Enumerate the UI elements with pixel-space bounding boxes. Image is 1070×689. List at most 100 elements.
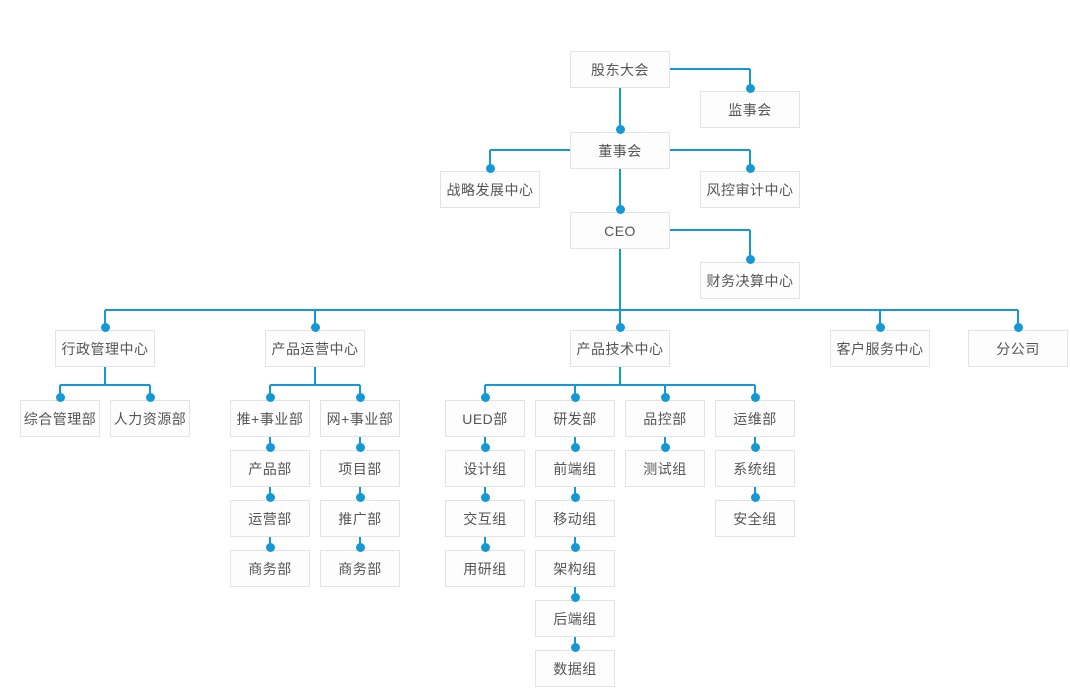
connector-line bbox=[749, 150, 751, 171]
org-node-label: 股东大会 bbox=[591, 61, 649, 78]
connector-line bbox=[314, 367, 316, 385]
org-node-business-dept-1: 商务部 bbox=[230, 550, 310, 587]
connector-dot bbox=[570, 392, 580, 402]
connector-dot bbox=[615, 204, 625, 214]
connector-dot bbox=[265, 392, 275, 402]
connector-dot bbox=[265, 492, 275, 502]
connector-dot bbox=[355, 442, 365, 452]
org-node-product-ops-center: 产品运营中心 bbox=[265, 330, 365, 367]
org-node-label: 战略发展中心 bbox=[446, 181, 534, 198]
org-node-label: CEO bbox=[604, 222, 636, 239]
connector-line bbox=[104, 367, 106, 385]
org-node-design-group: 设计组 bbox=[445, 450, 525, 487]
connector-dot bbox=[570, 642, 580, 652]
org-node-label: 系统组 bbox=[733, 460, 777, 477]
org-node-label: 项目部 bbox=[338, 460, 382, 477]
connector-dot bbox=[750, 492, 760, 502]
connector-line bbox=[149, 385, 151, 399]
org-node-operations-dept: 运营部 bbox=[230, 500, 310, 537]
org-node-backend-group: 后端组 bbox=[535, 600, 615, 637]
org-node-mobile-group: 移动组 bbox=[535, 500, 615, 537]
connector-dot bbox=[750, 442, 760, 452]
org-node-security-group: 安全组 bbox=[715, 500, 795, 537]
org-node-risk-audit-center: 风控审计中心 bbox=[700, 171, 800, 208]
org-node-label: 客户服务中心 bbox=[836, 340, 924, 357]
org-node-label: 运营部 bbox=[248, 510, 292, 527]
connector-line bbox=[749, 230, 751, 261]
connector-line bbox=[749, 69, 751, 91]
org-node-testing-group: 测试组 bbox=[625, 450, 705, 487]
connector-line bbox=[489, 150, 491, 171]
org-node-label: 网+事业部 bbox=[326, 410, 394, 427]
org-node-branch-company: 分公司 bbox=[968, 330, 1068, 367]
connector-dot bbox=[265, 542, 275, 552]
org-node-strategy-center: 战略发展中心 bbox=[440, 171, 540, 208]
connector-line bbox=[104, 310, 106, 329]
connector-line bbox=[619, 310, 621, 329]
connector-dot bbox=[1013, 322, 1023, 332]
org-node-interaction-group: 交互组 bbox=[445, 500, 525, 537]
org-node-label: 数据组 bbox=[553, 660, 597, 677]
connector-dot bbox=[265, 442, 275, 452]
org-node-ops-maintenance-dept: 运维部 bbox=[715, 400, 795, 437]
connector-dot bbox=[660, 392, 670, 402]
org-node-label: 产品技术中心 bbox=[576, 340, 664, 357]
connector-dot bbox=[310, 322, 320, 332]
connector-dot bbox=[875, 322, 885, 332]
org-node-label: 品控部 bbox=[643, 410, 687, 427]
org-node-label: 综合管理部 bbox=[23, 410, 97, 427]
connector-dot bbox=[480, 392, 490, 402]
connector-line bbox=[60, 384, 150, 386]
org-node-business-dept-2: 商务部 bbox=[320, 550, 400, 587]
org-node-label: 财务决算中心 bbox=[706, 272, 794, 289]
connector-line bbox=[664, 385, 666, 399]
org-node-shareholders-meeting: 股东大会 bbox=[570, 51, 670, 88]
connector-line bbox=[490, 149, 570, 151]
org-node-label: 推+事业部 bbox=[236, 410, 304, 427]
connector-line bbox=[619, 367, 621, 385]
connector-line bbox=[105, 309, 1018, 311]
connector-dot bbox=[745, 254, 755, 264]
connector-dot bbox=[745, 163, 755, 173]
org-node-promotion-dept: 推广部 bbox=[320, 500, 400, 537]
org-node-data-group: 数据组 bbox=[535, 650, 615, 687]
org-node-ceo: CEO bbox=[570, 212, 670, 249]
org-node-label: 安全组 bbox=[733, 510, 777, 527]
org-node-ued-dept: UED部 bbox=[445, 400, 525, 437]
connector-dot bbox=[355, 492, 365, 502]
connector-line bbox=[359, 385, 361, 399]
connector-line bbox=[270, 384, 360, 386]
org-node-label: 运维部 bbox=[733, 410, 777, 427]
connector-dot bbox=[480, 492, 490, 502]
connector-line bbox=[670, 149, 750, 151]
org-node-system-group: 系统组 bbox=[715, 450, 795, 487]
connector-dot bbox=[55, 392, 65, 402]
connector-line bbox=[670, 229, 750, 231]
org-node-admin-center: 行政管理中心 bbox=[55, 330, 155, 367]
connector-dot bbox=[570, 592, 580, 602]
org-node-label: 监事会 bbox=[728, 101, 772, 118]
org-node-label: 推广部 bbox=[338, 510, 382, 527]
org-node-label: 设计组 bbox=[463, 460, 507, 477]
org-node-label: 风控审计中心 bbox=[706, 181, 794, 198]
org-node-architecture-group: 架构组 bbox=[535, 550, 615, 587]
connector-dot bbox=[355, 392, 365, 402]
connector-line bbox=[269, 385, 271, 399]
connector-dot bbox=[745, 83, 755, 93]
connector-line bbox=[754, 385, 756, 399]
connector-line bbox=[670, 68, 750, 70]
connector-dot bbox=[480, 542, 490, 552]
org-node-label: 用研组 bbox=[463, 560, 507, 577]
connector-dot bbox=[485, 163, 495, 173]
org-node-product-dept: 产品部 bbox=[230, 450, 310, 487]
org-node-supervisory-board: 监事会 bbox=[700, 91, 800, 128]
org-node-user-research-group: 用研组 bbox=[445, 550, 525, 587]
connector-dot bbox=[480, 442, 490, 452]
org-node-label: 商务部 bbox=[338, 560, 382, 577]
org-node-finance-center: 财务决算中心 bbox=[700, 262, 800, 299]
org-node-label: 行政管理中心 bbox=[61, 340, 149, 357]
connector-line bbox=[879, 310, 881, 329]
connector-line bbox=[619, 88, 621, 131]
org-node-label: UED部 bbox=[462, 410, 508, 427]
